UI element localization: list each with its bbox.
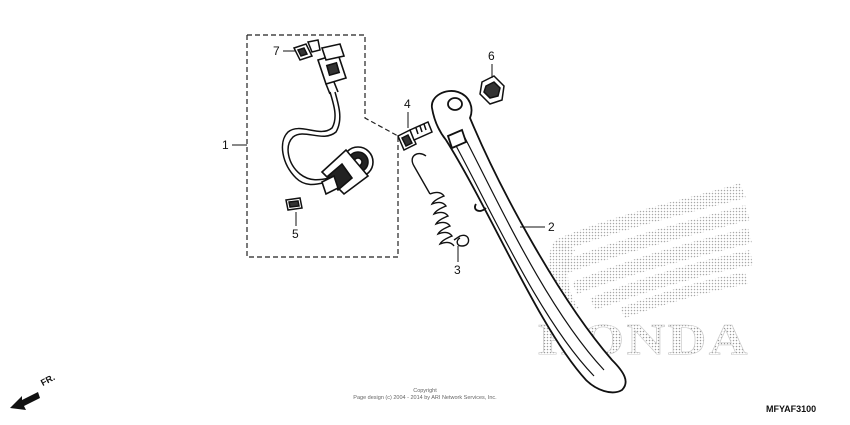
callout-7: 7 <box>273 44 280 58</box>
callout-4: 4 <box>404 97 411 111</box>
copyright-line1: Copyright <box>413 388 437 394</box>
diagram-code: MFYAF3100 <box>766 404 817 414</box>
callout-leaders <box>232 50 545 262</box>
part-7-clip <box>292 39 321 61</box>
part-2-side-stand <box>431 90 627 394</box>
callout-6: 6 <box>488 49 495 63</box>
callout-2: 2 <box>548 220 555 234</box>
assembly-box <box>246 34 399 258</box>
callout-1: 1 <box>222 138 229 152</box>
switch-wire <box>281 91 341 186</box>
copyright-line2: Page design (c) 2004 - 2014 by ARI Netwo… <box>353 395 497 401</box>
callout-3: 3 <box>454 263 461 277</box>
callout-5: 5 <box>292 227 299 241</box>
part-6-nut <box>479 75 505 105</box>
front-arrow-icon <box>10 392 40 410</box>
part-1-side-stand-switch <box>320 146 374 196</box>
part-5-screw <box>285 197 303 211</box>
switch-connector <box>316 43 348 95</box>
part-4-bolt <box>397 120 433 152</box>
brand-wing-watermark <box>548 183 753 318</box>
part-3-spring <box>411 152 470 247</box>
